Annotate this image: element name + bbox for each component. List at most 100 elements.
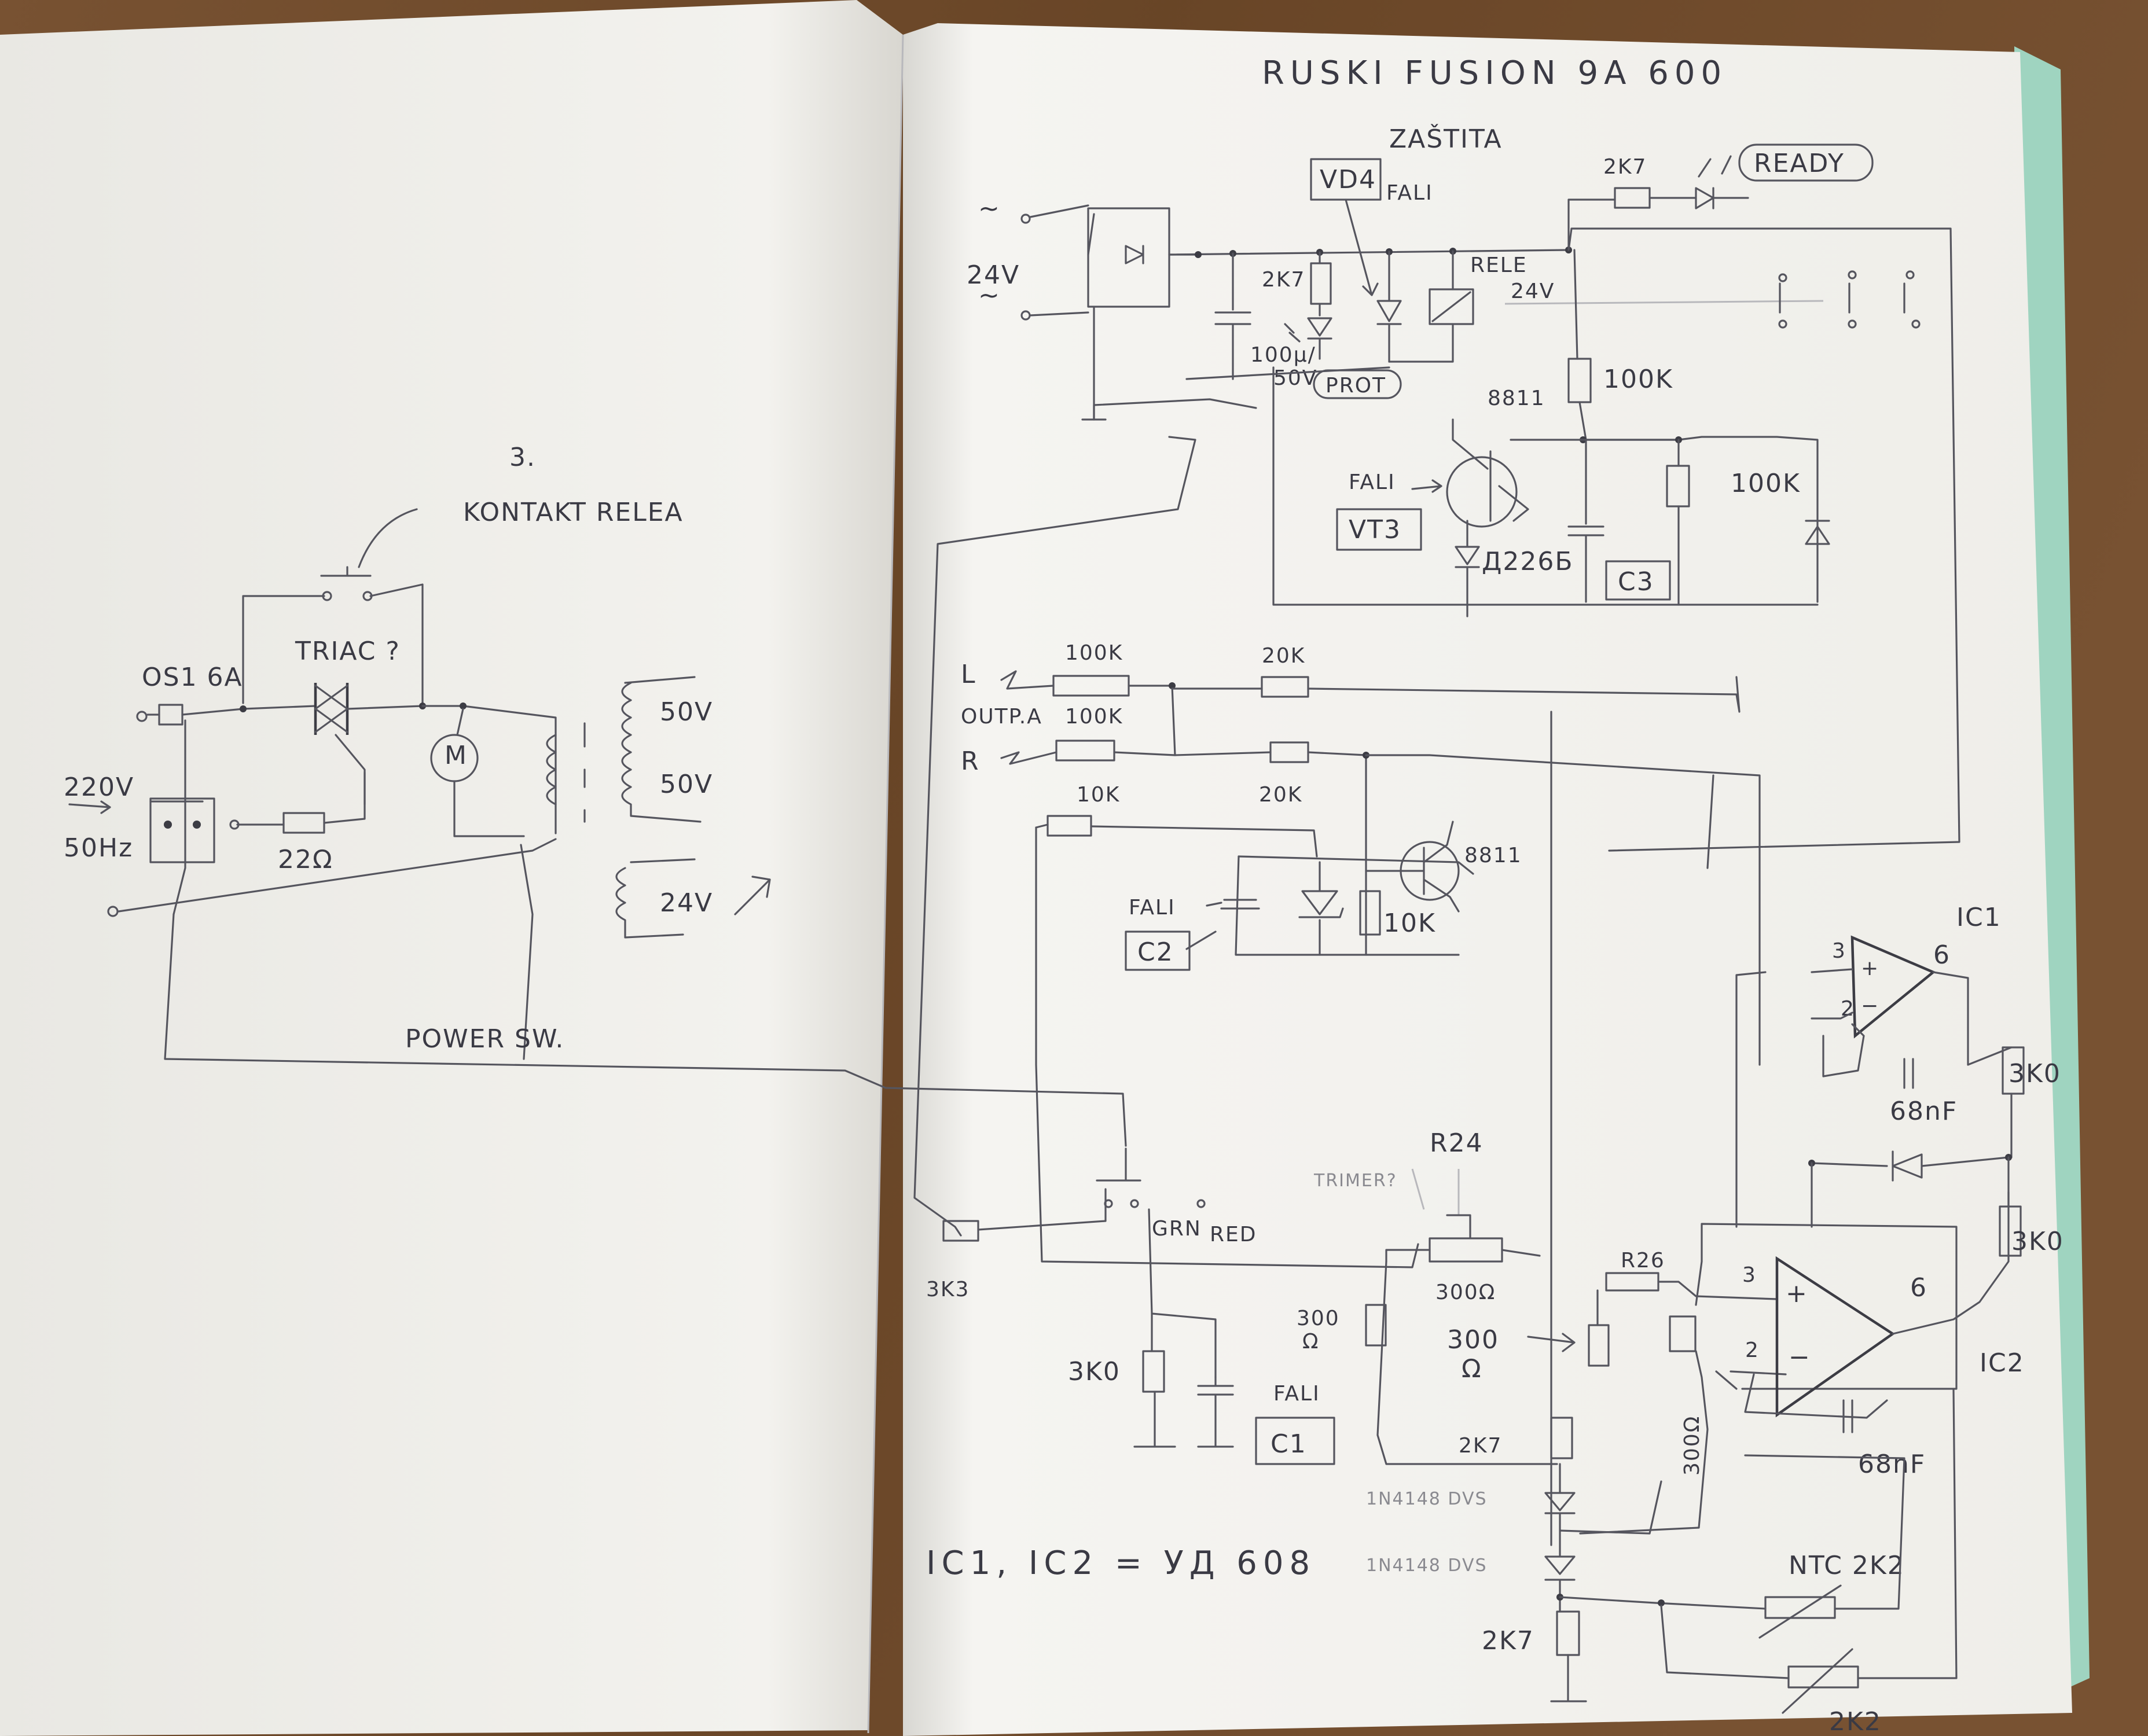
ic2-label: IC2: [1980, 1348, 2025, 1378]
ready-led: [1648, 187, 1749, 209]
right-page: [903, 23, 2072, 1736]
ic1-opamp: [1850, 935, 1936, 1039]
resistor-2k7-prot: [1310, 262, 1332, 305]
contact-blade: [320, 566, 372, 577]
c1-fali: FALI: [1273, 1382, 1320, 1406]
resistor-300-a-label-2: Ω: [1302, 1330, 1320, 1354]
resistor-22-label: 22Ω: [278, 845, 333, 874]
power-switch-wire: [164, 913, 1127, 1147]
resistor-3k0-led: [1142, 1350, 1165, 1393]
led-switch: [1096, 1147, 1141, 1182]
filter-cap-100u: [1214, 252, 1251, 380]
contact-terminal-a: [322, 591, 332, 601]
transistor-vt3: [1446, 456, 1518, 528]
led-red-label: RED: [1210, 1223, 1257, 1246]
transistor-label: 8811: [1488, 387, 1545, 410]
right-page-circuit: RUSKI FUSION 9A 600 ZAŠTITA ~ 24V ~ 100μ…: [913, 54, 2064, 1736]
protection-ground-loop: [1272, 366, 1819, 606]
led-grn-label: GRN: [1152, 1217, 1202, 1241]
cap-68nf-ic1-label: 68nF: [1890, 1097, 1958, 1126]
prot-label-oval: [1313, 369, 1402, 399]
ic2-pin-3: 3: [1742, 1263, 1757, 1287]
page-title: RUSKI FUSION 9A 600: [1262, 54, 1727, 92]
relay-coil: [1429, 288, 1474, 325]
resistor-100k-l-label: 100K: [1065, 641, 1123, 665]
protection-diode-right: [1805, 520, 1830, 545]
resistor-3k0-ic1-label: 3K0: [2009, 1059, 2061, 1088]
diode-1n4148-b-label: 1N4148 DVS: [1366, 1555, 1488, 1576]
ac-terminal-top: [1020, 214, 1031, 224]
c2-label: C2: [1137, 937, 1174, 967]
vd4-diode: [1376, 251, 1402, 363]
page-gutter: [867, 34, 904, 1734]
ac-voltage-label: 24V: [967, 260, 1020, 290]
ic-type-note: IC1, IC2 = УД 608: [926, 1544, 1316, 1582]
inductor-coil: [546, 734, 557, 806]
cap-c2: [1220, 899, 1260, 910]
supply-rail-right: [1567, 227, 1960, 852]
cap-68nf-ic2: [1842, 1399, 1853, 1433]
cap-c1: [1197, 1376, 1234, 1448]
left-page: [0, 0, 903, 1736]
svg-text:~: ~: [978, 194, 1001, 223]
contact-leader-line: [358, 508, 418, 568]
mains-terminal-top: [136, 711, 148, 722]
power-switch-label: POWER SW.: [405, 1024, 564, 1054]
resistor-300-a-label-1: 300: [1297, 1307, 1340, 1330]
diode-d226-label: Д226Б: [1482, 547, 1574, 576]
power-switch-box: [149, 797, 215, 863]
resistor-100k-r: [1055, 740, 1115, 762]
zener-diode: [1298, 861, 1344, 956]
resistor-300-c-label: 300Ω: [1680, 1415, 1704, 1476]
resistor-20k-r-label: 20K: [1259, 783, 1302, 807]
protection-title: ZAŠTITA: [1389, 123, 1503, 154]
diode-1n4148-b: [1544, 1512, 1576, 1613]
transistor-2-label: 8811: [1464, 844, 1522, 867]
resistor-300-b-label-1: 300: [1447, 1325, 1499, 1355]
svg-text:~: ~: [978, 281, 1001, 310]
r26-label: R26: [1621, 1249, 1665, 1272]
transformer-label-24v: 24V: [660, 888, 713, 918]
resistor-2k7-prot-label: 2K7: [1262, 268, 1305, 292]
transformer-label-50v-a: 50V: [660, 697, 713, 727]
neutral-line-wire: [118, 838, 557, 913]
filter-cap-label-a: 100μ/: [1250, 343, 1316, 367]
svg-text:M: M: [445, 741, 468, 770]
diode-d226: [1455, 520, 1480, 617]
resistor-20k-l-label: 20K: [1262, 644, 1305, 668]
vt3-label: VT3: [1349, 515, 1401, 545]
resistor-300-b-label-2: Ω: [1462, 1354, 1482, 1384]
mains-drop-wire: [172, 719, 186, 915]
resistor-300-a: [1365, 1304, 1387, 1347]
ic2-opamp: [1775, 1256, 1896, 1418]
resistor-2k7-ready-label: 2K7: [1603, 155, 1647, 179]
ic1-pin-2: 2: [1841, 997, 1855, 1021]
resistor-2k7-bottom-label: 2K7: [1482, 1626, 1534, 1656]
transformer-label-50v-b: 50V: [660, 770, 713, 799]
mains-frequency-label: 50Hz: [64, 833, 133, 863]
svg-text:−: −: [1861, 994, 1879, 1018]
relay-mechanical-link: [1504, 300, 1824, 305]
svg-text:−: −: [1789, 1343, 1811, 1372]
trimmer-2k2: [1787, 1665, 1859, 1689]
svg-text:+: +: [1786, 1279, 1808, 1308]
resistor-3k3-label: 3K3: [926, 1278, 970, 1301]
outp-label: OUTP.A: [961, 705, 1042, 729]
resistor-10k-b: [1359, 890, 1381, 936]
resistor-2k7-mid-label: 2K7: [1459, 1434, 1502, 1458]
ic2-pin-2: 2: [1745, 1338, 1760, 1362]
resistor-3k0-ic2-label: 3K0: [2011, 1227, 2064, 1256]
resistor-100k-r-label: 100K: [1065, 705, 1123, 729]
c1-box: [1255, 1417, 1335, 1465]
relay-label-b: 24V: [1511, 279, 1555, 303]
ic1-pin-6: 6: [1933, 940, 1951, 970]
left-page-circuit: 3. KONTAKT RELEA OS1 6A TRIAC ?: [64, 443, 1127, 1147]
vt3-fali: FALI: [1349, 470, 1396, 494]
cap-68nf-ic2-label: 68nF: [1858, 1450, 1926, 1479]
vt3-box: [1336, 508, 1422, 551]
ntc-label: NTC 2K2: [1789, 1551, 1905, 1580]
resistor-300-b: [1588, 1324, 1610, 1367]
filter-cap-label-b: 50V: [1273, 366, 1317, 390]
mains-terminal-bottom: [107, 906, 119, 917]
c2-fali: FALI: [1129, 896, 1176, 920]
